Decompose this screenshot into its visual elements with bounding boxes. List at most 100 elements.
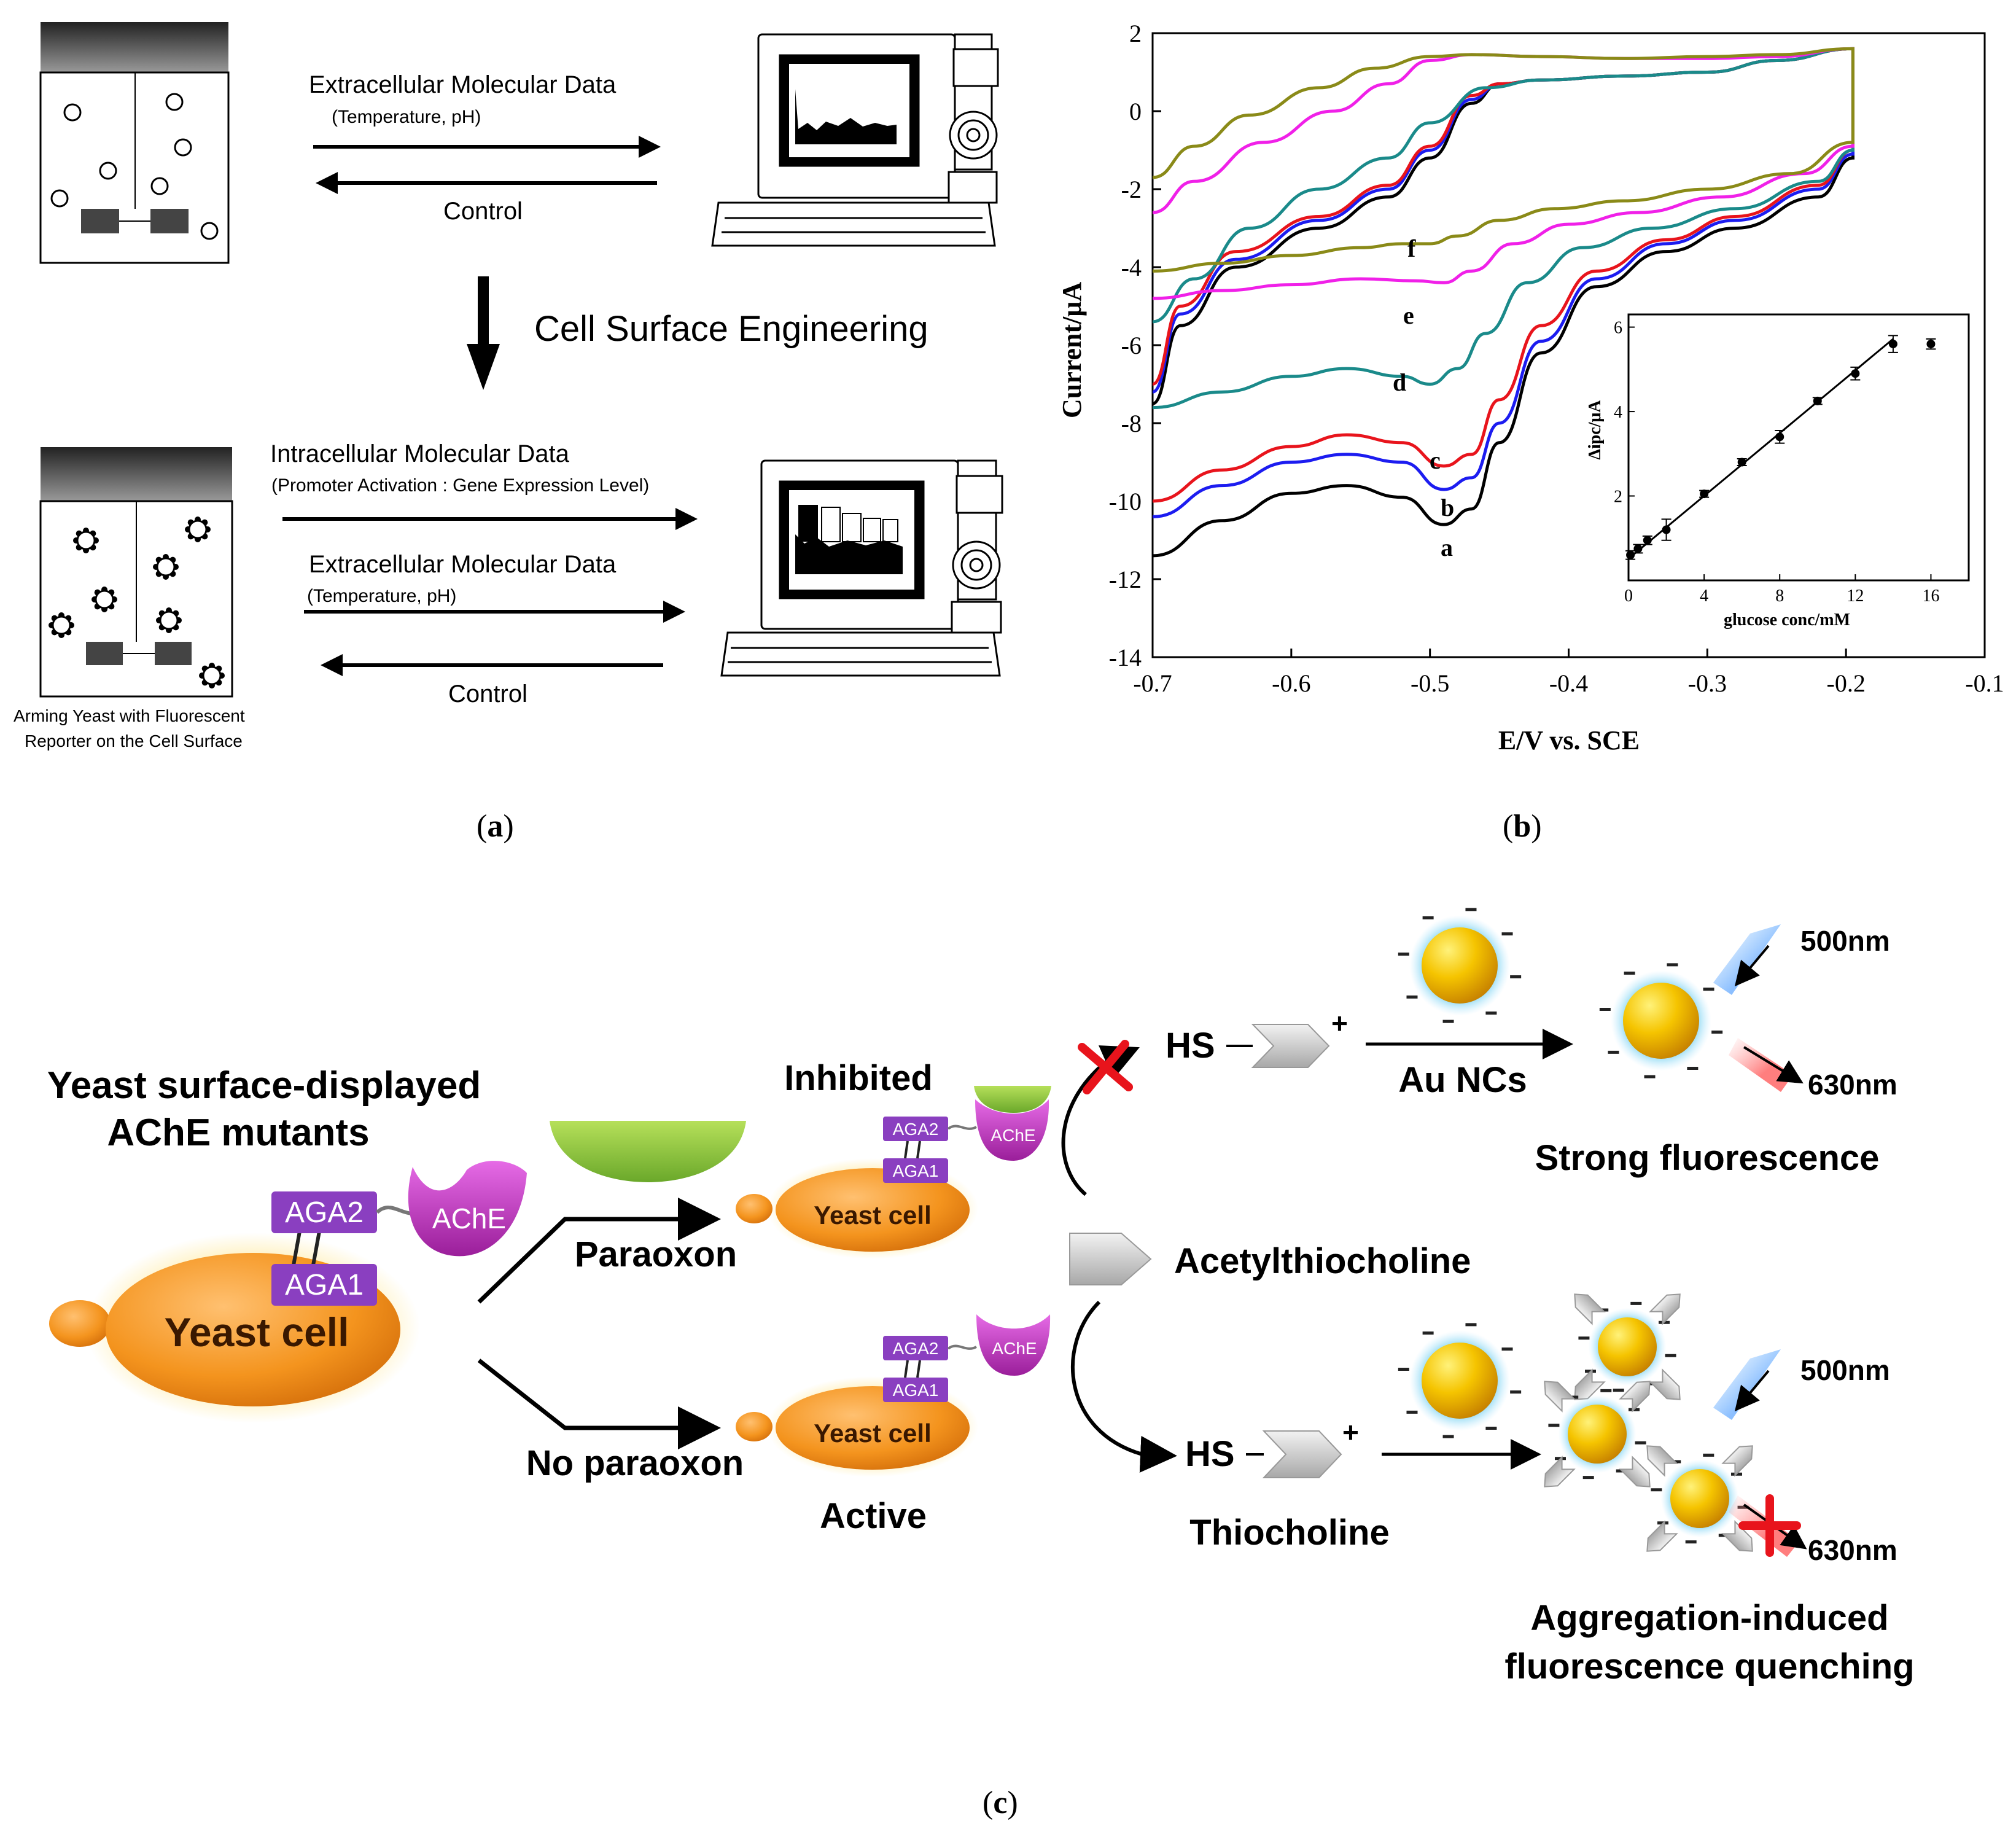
yeast-cell-active-label: Yeast cell (814, 1419, 931, 1448)
active-label: Active (820, 1496, 927, 1536)
nm630-upper: 630nm (1808, 1069, 1897, 1101)
upper-computer-icon (711, 33, 999, 247)
y-tick-label: -10 (1109, 488, 1142, 515)
lower-arrow1-label: Intracellular Molecular Data (270, 440, 570, 467)
x-tick-label: -0.3 (1688, 669, 1727, 697)
panel-b-chart: -0.7-0.6-0.5-0.4-0.3-0.2-0.120-2-4-6-8-1… (1057, 20, 2004, 755)
inset-x-tick-label: 16 (1922, 587, 1939, 606)
lower-arrow2-sub: (Temperature, pH) (307, 586, 456, 606)
caption-a-text: (a) (477, 809, 514, 844)
blocked-x-icon (1078, 1040, 1133, 1094)
upper-control-label: Control (443, 198, 523, 225)
inset-point (1662, 525, 1671, 534)
inset-fit-line (1630, 338, 1894, 558)
inset-point (1643, 536, 1652, 545)
inset-x-tick-label: 4 (1700, 587, 1708, 606)
upper-culture-vessel (39, 22, 230, 264)
thiocholine-lower-shape (1262, 1430, 1342, 1478)
gear-cell-6 (199, 663, 225, 688)
au-nc-aggregate-2 (1544, 1381, 1651, 1487)
y-tick-label: -2 (1121, 176, 1142, 203)
au-ncs-label: Au NCs (1398, 1060, 1527, 1100)
lower-control-label: Control (448, 680, 527, 708)
reaction-arc-up (1061, 1045, 1140, 1196)
inset-point (1737, 458, 1746, 467)
caption-c-letter: c (993, 1785, 1007, 1820)
cv-curve-f (1152, 47, 1854, 273)
yeast-cell-main-label: Yeast cell (165, 1309, 349, 1355)
curve-labels: f e d c b a (1393, 235, 1454, 561)
branch-arrow-down (477, 1359, 721, 1449)
nm630-lower: 630nm (1808, 1534, 1897, 1566)
inset-x-label: glucose conc/mM (1724, 610, 1850, 630)
curve-label-f: f (1407, 235, 1416, 262)
caption-c-text: (c) (983, 1785, 1018, 1820)
fluorescent-yeast-cells (49, 517, 225, 688)
paraoxon-inhibitor (550, 1121, 746, 1182)
ache-main-label: AChE (432, 1203, 506, 1234)
inset-x-tick-label: 12 (1847, 587, 1864, 606)
lower-culture-vessel (39, 447, 233, 698)
au-nc-strong-fluorescence (1599, 963, 1723, 1078)
upper-arrow-label: Extracellular Molecular Data (309, 71, 617, 98)
inset-x-tick-label: 0 (1624, 587, 1633, 606)
y-axis-label: Current/μA (1057, 282, 1087, 418)
plus-upper: + (1331, 1007, 1348, 1039)
thiocholine-upper-shape (1251, 1024, 1330, 1068)
lower-computer-icon (720, 459, 1003, 677)
plus-lower: + (1342, 1416, 1359, 1448)
curve-label-a: a (1441, 534, 1453, 561)
au-nc-aggregate-3 (1646, 1445, 1753, 1552)
y-tick-label: -8 (1121, 410, 1142, 437)
inset-point (1626, 550, 1635, 559)
acetylthiocholine-label: Acetylthiocholine (1174, 1241, 1471, 1281)
ache-main: AChE (408, 1161, 527, 1257)
caption-a-letter: a (487, 809, 503, 844)
quenched-x-icon (1738, 1494, 1801, 1557)
excitation-500-upper (1713, 924, 1781, 995)
curve-label-b: b (1441, 494, 1454, 521)
branch-arrow-up (477, 1198, 721, 1304)
hs-lower-label: HS (1185, 1434, 1235, 1474)
yeast-cell-active: Yeast cell AGA2 AGA1 AChE (736, 1314, 1051, 1477)
aga1-main-label: AGA1 (285, 1269, 364, 1301)
aga2-inhibited-label: AGA2 (893, 1120, 939, 1139)
inset-y-tick-label: 4 (1614, 403, 1622, 422)
panel-a-diagram: Extracellular Molecular Data (Temperatur… (14, 22, 1003, 751)
lower-arrow1-sub: (Promoter Activation : Gene Expression L… (271, 475, 649, 496)
inset-point (1700, 489, 1709, 499)
x-tick-label: -0.5 (1411, 669, 1449, 697)
inset-point (1926, 340, 1936, 349)
aga1-inhibited-label: AGA1 (893, 1161, 939, 1180)
yeast-cell-main: Yeast cell (49, 1233, 420, 1423)
caption-a: (a) (477, 809, 514, 844)
gear-cell-0 (73, 528, 99, 553)
cell-surface-engineering-label: Cell Surface Engineering (534, 309, 928, 349)
caption-b: (b) (1503, 809, 1542, 844)
reaction-arc-down (1070, 1300, 1177, 1473)
caption-b-text: (b) (1503, 809, 1542, 844)
cell-circles (50, 93, 219, 240)
au-nc-lower-reagent (1398, 1323, 1522, 1438)
thiocholine-label: Thiocholine (1189, 1513, 1389, 1553)
excitation-500-lower (1713, 1349, 1781, 1420)
gold-nanoclusters (1398, 908, 1753, 1552)
inset-y-tick-label: 6 (1614, 319, 1622, 338)
inset-y-tick-label: 2 (1614, 488, 1622, 507)
inset-point (1813, 396, 1822, 405)
cv-curves (1152, 47, 1854, 558)
y-tick-label: -4 (1121, 254, 1142, 281)
ache-inhibited-label: AChE (990, 1126, 1035, 1145)
nm500-lower: 500nm (1800, 1354, 1890, 1386)
upper-arrow-sub: (Temperature, pH) (332, 107, 481, 127)
paraoxon-label: Paraoxon (575, 1234, 737, 1274)
caption-line2: Reporter on the Cell Surface (25, 731, 243, 751)
y-tick-label: -6 (1121, 332, 1142, 359)
caption-line1: Arming Yeast with Fluorescent (14, 706, 245, 725)
curve-label-d: d (1393, 368, 1406, 396)
inset-point (1633, 544, 1643, 553)
inset-frame (1627, 313, 1970, 582)
gear-cell-3 (91, 587, 117, 612)
